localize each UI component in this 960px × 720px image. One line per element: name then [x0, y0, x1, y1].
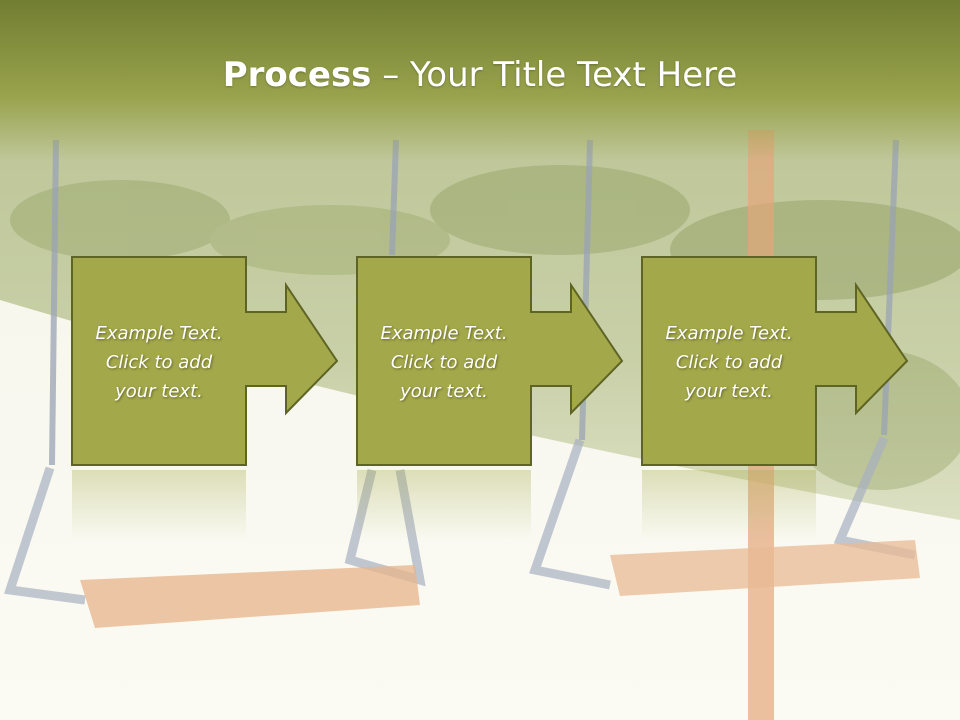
arrow-callout-shape: [356, 256, 624, 466]
step-reflection: [72, 470, 246, 540]
process-step-1[interactable]: Example Text. Click to add your text.: [71, 256, 342, 467]
title-rest-text: – Your Title Text Here: [371, 55, 738, 95]
arrow-callout-shape: [641, 256, 909, 466]
process-step-text: Example Text. Click to add your text.: [380, 322, 508, 402]
process-step-text: Example Text. Click to add your text.: [95, 322, 223, 402]
title-bold-text: Process: [222, 55, 372, 95]
arrow-callout-shape: [71, 256, 339, 466]
swing-seats: [80, 540, 920, 628]
step-reflection: [642, 470, 816, 540]
step-reflection: [357, 470, 531, 540]
process-step-text: Example Text. Click to add your text.: [665, 322, 793, 402]
process-step-3[interactable]: Example Text. Click to add your text.: [641, 256, 912, 467]
process-step-2[interactable]: Example Text. Click to add your text.: [356, 256, 627, 467]
title-band: [0, 0, 960, 160]
slide-title[interactable]: Process – Your Title Text Here: [0, 52, 960, 98]
